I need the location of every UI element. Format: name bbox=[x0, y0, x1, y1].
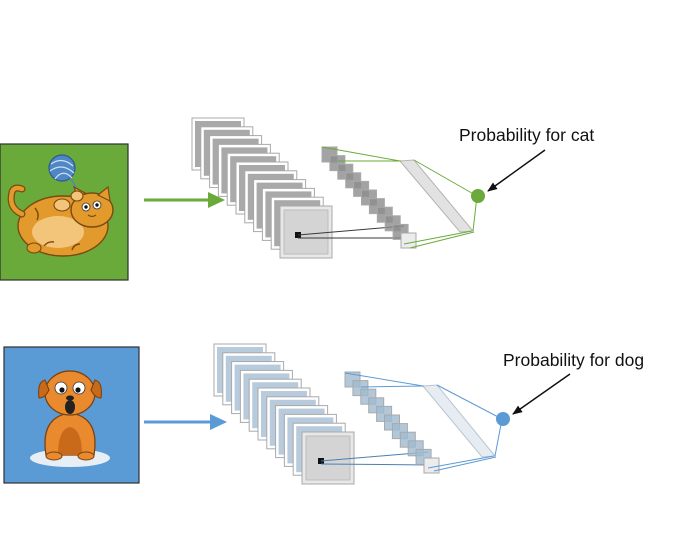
cat-input-arrow bbox=[144, 192, 225, 208]
dog-icon bbox=[30, 370, 110, 467]
dog-row: Probability for dog bbox=[3, 343, 644, 485]
dog-feature-map-stack bbox=[213, 343, 355, 485]
cat-label-arrow bbox=[487, 149, 546, 192]
cat-feature-map-fill bbox=[283, 209, 329, 255]
dog-input-arrow bbox=[144, 414, 227, 430]
cat-input-image bbox=[0, 143, 129, 281]
dog-fully-connected-layer bbox=[344, 372, 503, 472]
cat-feature-map-stack bbox=[191, 117, 333, 259]
cat-output-node bbox=[471, 189, 485, 203]
cat-fully-connected-layer bbox=[321, 146, 478, 249]
cat-pooling-layer bbox=[321, 146, 417, 249]
cat-pool-cell bbox=[400, 232, 417, 249]
dog-output-node bbox=[496, 412, 510, 426]
cat-probability-label: Probability for cat bbox=[459, 125, 594, 145]
cat-row: Probability for cat bbox=[0, 117, 594, 281]
dog-feature-map-fill bbox=[305, 435, 351, 481]
cat-with-yarn-icon bbox=[7, 154, 114, 257]
dog-label-arrow bbox=[512, 373, 571, 415]
dog-input-image bbox=[3, 346, 140, 484]
dog-probability-label: Probability for dog bbox=[503, 350, 644, 370]
dog-pooling-layer bbox=[344, 371, 440, 474]
